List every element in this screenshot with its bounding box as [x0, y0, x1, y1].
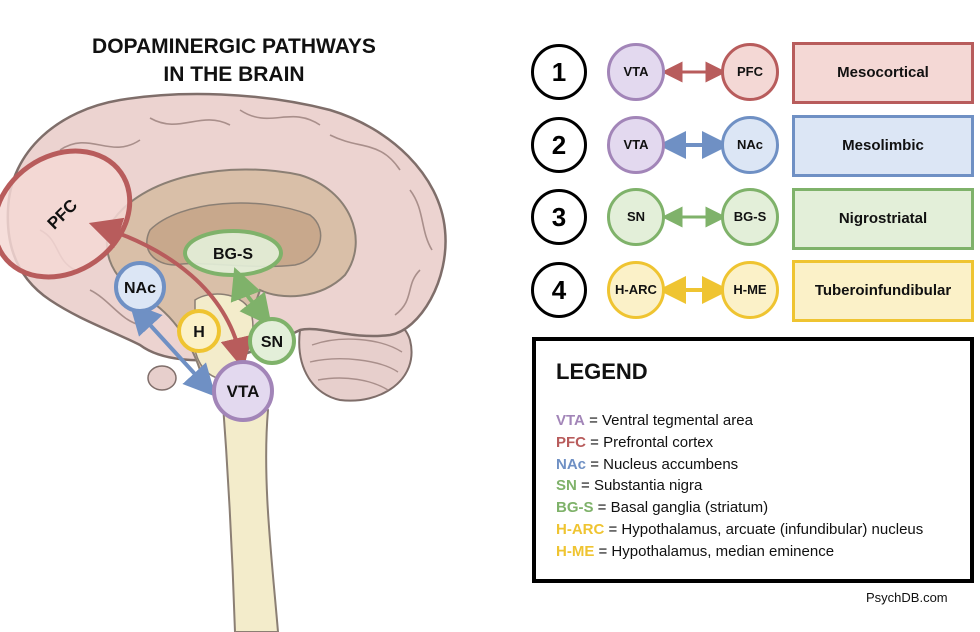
legend-desc: = Hypothalamus, median eminence [598, 543, 835, 560]
legend-item-pfc: PFC = Prefrontal cortex [556, 434, 713, 451]
row-2-number: 2 [531, 117, 587, 173]
row-1-from-node: VTA [607, 43, 665, 101]
legend-abbr: VTA [556, 412, 585, 429]
legend-desc: = Hypothalamus, arcuate (infundibular) n… [608, 521, 924, 538]
brain-arrow-mesolimbic [129, 302, 216, 397]
footer-credit: PsychDB.com [866, 590, 948, 605]
brain-illustration: PFC BG-S NAc H SN VTA [0, 92, 447, 632]
row-2-from-node: VTA [607, 116, 665, 174]
row-4-from-node: H-ARC [607, 261, 665, 319]
spinal-cord [220, 388, 280, 632]
legend-desc: = Ventral tegmental area [589, 412, 753, 429]
brain-arrow-nigrostriatal [230, 267, 272, 327]
legend-abbr: NAc [556, 456, 587, 473]
legend-item-sn: SN = Substantia nigra [556, 477, 702, 494]
legend-item-hme: H-ME = Hypothalamus, median eminence [556, 543, 834, 560]
legend-abbr: BG-S [556, 499, 594, 516]
row-1-to-node: PFC [721, 43, 779, 101]
legend-abbr: H-ME [556, 543, 595, 560]
brain-arrow-mesocortical [88, 217, 252, 370]
row-1-pathway-name: Mesocortical [792, 42, 974, 104]
row-2-pathway-name: Mesolimbic [792, 115, 974, 177]
legend-item-nac: NAc = Nucleus accumbens [556, 456, 738, 473]
legend-abbr: SN [556, 477, 577, 494]
row-3-to-node: BG-S [721, 188, 779, 246]
brain-nac-node [114, 261, 166, 313]
brain-vta-node [212, 360, 274, 422]
row-2-to-node: NAc [721, 116, 779, 174]
row-4-pathway-name: Tuberoinfundibular [792, 260, 974, 322]
legend-desc: = Basal ganglia (striatum) [597, 499, 769, 516]
row-3-pathway-name: Nigrostriatal [792, 188, 974, 250]
legend-desc: = Prefrontal cortex [590, 434, 714, 451]
row-4-to-node: H-ME [721, 261, 779, 319]
title-line-1: DOPAMINERGIC PATHWAYS [92, 35, 376, 58]
legend-box: LEGEND VTA = Ventral tegmental area PFC … [532, 337, 974, 583]
legend-desc: = Substantia nigra [581, 477, 703, 494]
row-4-number: 4 [531, 262, 587, 318]
row-3-from-node: SN [607, 188, 665, 246]
row-1-number: 1 [531, 44, 587, 100]
brain-sn-node [248, 317, 296, 365]
legend-item-harc: H-ARC = Hypothalamus, arcuate (infundibu… [556, 521, 923, 538]
title-line-2: IN THE BRAIN [163, 63, 305, 86]
brain-label-vta: VTA [227, 382, 260, 401]
brain-h-node [177, 309, 221, 353]
row-3-number: 3 [531, 189, 587, 245]
legend-abbr: PFC [556, 434, 586, 451]
legend-title: LEGEND [556, 359, 648, 384]
legend-abbr: H-ARC [556, 521, 605, 538]
brain-label-nac: NAc [124, 280, 156, 297]
legend-item-vta: VTA = Ventral tegmental area [556, 412, 753, 429]
legend-item-bgs: BG-S = Basal ganglia (striatum) [556, 499, 768, 516]
brain-label-sn: SN [261, 334, 283, 351]
legend-desc: = Nucleus accumbens [590, 456, 739, 473]
brain-label-h: H [193, 324, 205, 341]
